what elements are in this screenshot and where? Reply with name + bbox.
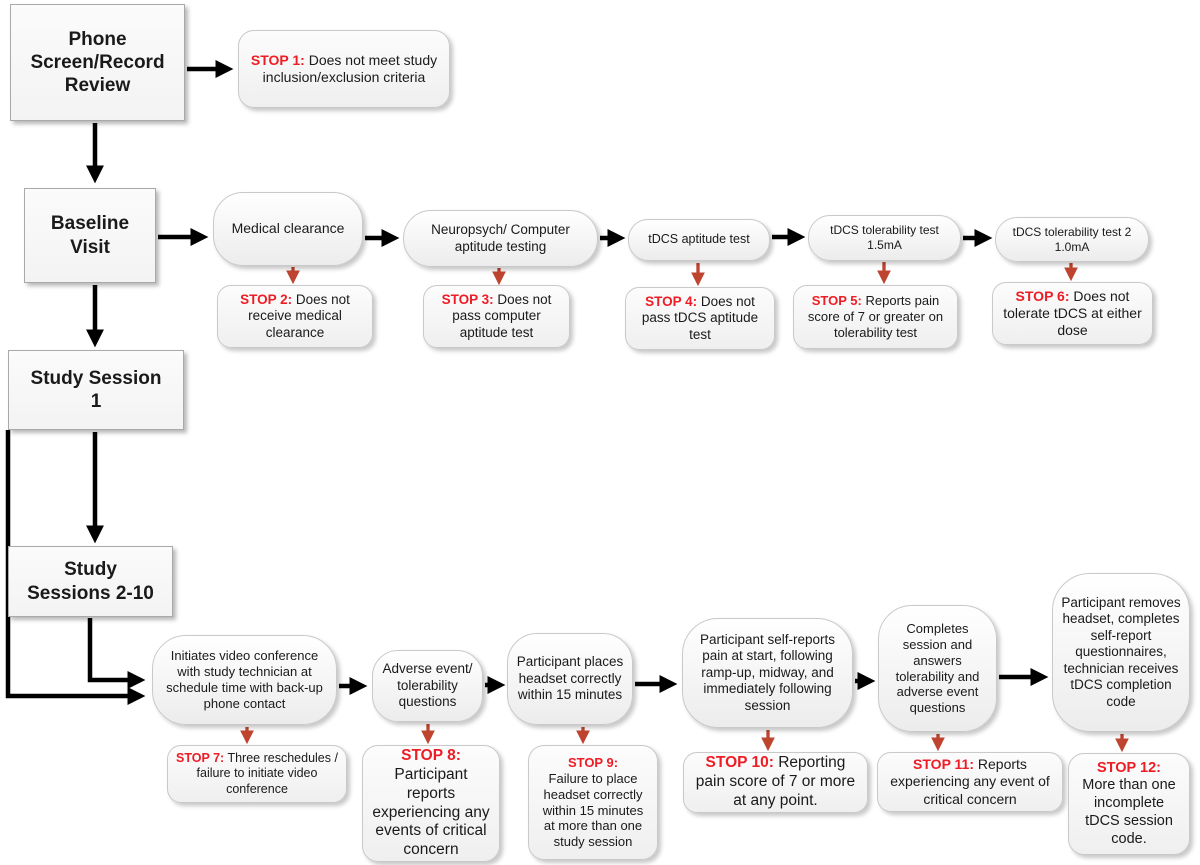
stage-baseline-visit: Baseline Visit [24, 188, 156, 283]
step-label: Initiates video conference with study te… [166, 648, 323, 711]
stop-9: STOP 9: Failure to place headset correct… [528, 745, 658, 860]
stop-text: STOP 10: Reporting pain score of 7 or mo… [692, 754, 859, 811]
stop-number: STOP 4: [645, 293, 698, 309]
stage-label: Baseline Visit [50, 213, 130, 258]
stop-text: STOP 12: More than one incomplete tDCS s… [1077, 760, 1181, 848]
stop-number: STOP 2: [240, 291, 293, 307]
step-label: Neuropsych/ Computer aptitude testing [431, 222, 570, 254]
stop-5: STOP 5: Reports pain score of 7 or great… [793, 285, 958, 349]
step-label: tDCS aptitude test [648, 232, 750, 247]
step-label-line1: tDCS tolerability test [830, 223, 939, 238]
step-label-line2: 1.0mA [1054, 239, 1090, 254]
stop-reason: Does not pass computer aptitude test [452, 291, 552, 340]
step-label: Adverse event/ tolerability questions [382, 661, 473, 710]
step-completes-session-questions: Completes session and answers tolerabili… [878, 605, 997, 732]
stage-label: Study Session 1 [30, 367, 162, 412]
step-self-reports-pain: Participant self-reports pain at start, … [682, 618, 853, 728]
stop-4: STOP 4: Does not pass tDCS aptitude test [625, 287, 775, 350]
stop-12: STOP 12: More than one incomplete tDCS s… [1068, 753, 1190, 855]
stop-8: STOP 8: Participant reports experiencing… [362, 745, 500, 862]
step-removes-headset-completion-code: Participant removes headset, completes s… [1052, 573, 1190, 732]
stop-number: STOP 10: [705, 754, 774, 772]
step-label: Participant places headset correctly wit… [516, 654, 624, 703]
stop-7: STOP 7: Three reschedules / failure to i… [167, 745, 347, 803]
stop-reason: Reports pain score of 7 or greater on to… [807, 293, 944, 340]
step-neuropsych-computer-aptitude: Neuropsych/ Computer aptitude testing [403, 210, 598, 267]
stop-reason: Does not receive medical clearance [248, 291, 350, 340]
stop-text: STOP 4: Does not pass tDCS aptitude test [634, 294, 766, 343]
stop-text: STOP 11: Reports experiencing any event … [886, 756, 1054, 807]
stop-reason: Three reschedules / failure to initiate … [196, 751, 338, 796]
stop-reason: Participant reports experiencing any eve… [372, 765, 490, 859]
stop-number: STOP 3: [441, 291, 494, 307]
stage-label: Phone Screen/Record Review [30, 28, 165, 97]
step-label: Medical clearance [231, 220, 345, 237]
stop-text: STOP 8: Participant reports experiencing… [371, 747, 491, 860]
step-medical-clearance: Medical clearance [213, 192, 363, 266]
stop-number: STOP 11: [913, 756, 975, 773]
arrow-session1-to-initiates [5, 430, 146, 705]
stop-text: STOP 5: Reports pain score of 7 or great… [802, 293, 949, 341]
arrow-sessions2-10-to-initiates [87, 618, 146, 689]
stop-text: STOP 3: Does not pass computer aptitude … [432, 292, 561, 341]
step-initiates-video-conference: Initiates video conference with study te… [152, 635, 337, 725]
stage-label: Study Sessions 2-10 [27, 559, 154, 604]
stop-number: STOP 12: [1097, 759, 1161, 776]
stage-study-session-1: Study Session 1 [8, 350, 184, 430]
stop-text: STOP 1: Does not meet study inclusion/ex… [247, 52, 441, 86]
stop-11: STOP 11: Reports experiencing any event … [877, 752, 1063, 812]
stop-2: STOP 2: Does not receive medical clearan… [217, 285, 373, 348]
step-label: Participant self-reports pain at start, … [699, 631, 836, 713]
stage-study-sessions-2-10: Study Sessions 2-10 [8, 546, 173, 617]
stop-number: STOP 7: [176, 751, 225, 766]
stop-text: STOP 2: Does not receive medical clearan… [226, 292, 364, 341]
step-label-line2: 1.5mA [867, 238, 902, 252]
stop-number: STOP 8: [401, 746, 461, 764]
stop-number: STOP 5: [811, 293, 862, 309]
stop-text: STOP 7: Three reschedules / failure to i… [176, 751, 338, 797]
step-label: Participant removes headset, completes s… [1061, 594, 1181, 709]
step-adverse-event-tolerability-questions: Adverse event/ tolerability questions [372, 650, 483, 722]
stop-number: STOP 1: [250, 51, 305, 68]
stop-text: STOP 9: Failure to place headset correct… [537, 755, 649, 850]
stop-reason: Does not pass tDCS aptitude test [641, 293, 759, 342]
step-label: Completes session and answers tolerabili… [895, 620, 980, 716]
step-places-headset: Participant places headset correctly wit… [507, 633, 633, 725]
stop-10: STOP 10: Reporting pain score of 7 or mo… [683, 752, 868, 813]
stop-text: STOP 6: Does not tolerate tDCS at either… [1001, 288, 1144, 339]
stop-reason: Does not meet study inclusion/exclusion … [262, 51, 438, 85]
stage-phone-screen-record-review: Phone Screen/Record Review [10, 4, 185, 121]
stop-number: STOP 9: [567, 754, 619, 770]
step-label-line1: tDCS tolerability test 2 [1012, 224, 1132, 239]
stop-reason: Does not tolerate tDCS at either dose [1003, 287, 1142, 339]
stop-reason: Reporting pain score of 7 or more at any… [695, 754, 856, 809]
stop-number: STOP 6: [1015, 287, 1070, 304]
stop-reason: More than one incomplete tDCS session co… [1082, 777, 1176, 847]
step-tdcs-aptitude-test: tDCS aptitude test [628, 219, 770, 261]
stop-6: STOP 6: Does not tolerate tDCS at either… [992, 282, 1153, 345]
stop-reason: Reports experiencing any event of critic… [890, 756, 1050, 807]
stop-3: STOP 3: Does not pass computer aptitude … [423, 285, 570, 348]
stop-1: STOP 1: Does not meet study inclusion/ex… [238, 30, 450, 108]
stop-reason: Failure to place headset correctly withi… [542, 770, 644, 850]
